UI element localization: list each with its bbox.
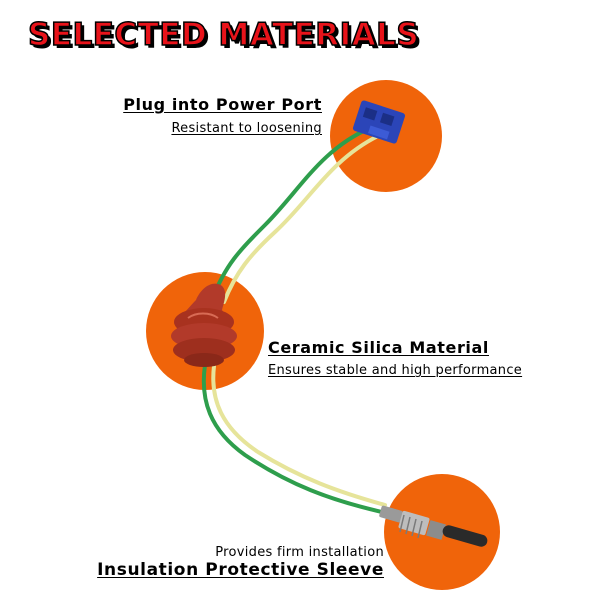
rubber-boot-seal-icon: [171, 283, 237, 367]
glow-pin-probe-icon: [379, 505, 488, 547]
feature-heading-sleeve: Insulation Protective Sleeve: [97, 560, 384, 580]
feature-subtext-performance: Ensures stable and high performance: [268, 363, 523, 378]
feature-subtext-loosening: Resistant to loosening: [171, 121, 322, 136]
feature-heading-ceramic: Ceramic Silica Material: [268, 338, 489, 357]
feature-subtext-installation: Provides firm installation: [215, 545, 384, 560]
wire-harness: [201, 126, 387, 514]
blue-connector-plug-icon: [352, 100, 406, 144]
feature-heading-power-port: Plug into Power Port: [123, 95, 322, 114]
page-title: SELECTED MATERIALS: [27, 17, 420, 53]
